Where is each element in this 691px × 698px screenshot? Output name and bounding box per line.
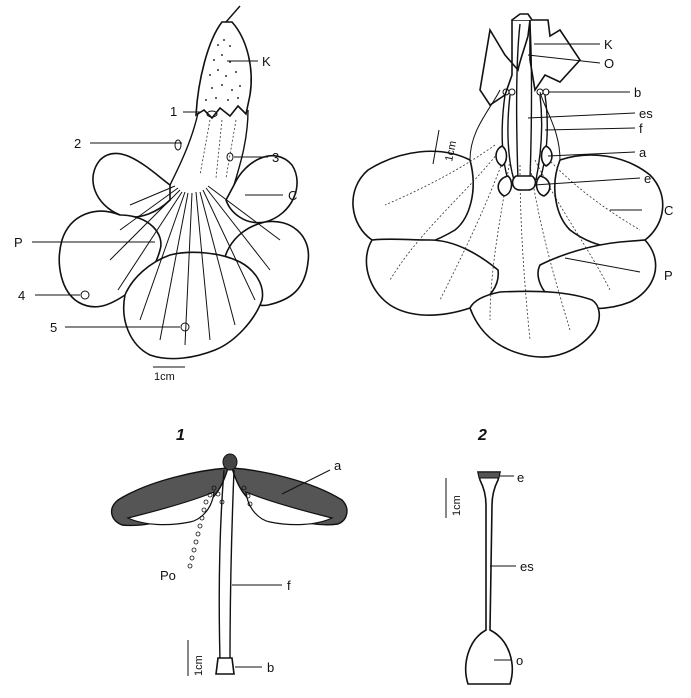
- calyx-left-half: [480, 20, 530, 105]
- pistil-body: [466, 472, 512, 684]
- figure-number-1: 1: [176, 427, 185, 444]
- label-a-b: a: [639, 145, 647, 160]
- opened-lobe-upper-left: [353, 151, 473, 247]
- label-e-b: e: [644, 171, 651, 186]
- label-3: 3: [272, 150, 279, 165]
- flower-opened-view: K O b es f a e C P 1cm: [353, 14, 673, 357]
- label-b-b: b: [634, 85, 641, 100]
- filament-base: [216, 658, 234, 674]
- label-c: C: [288, 188, 297, 203]
- stamen-detail: 1 a Po f b 1cm: [112, 427, 347, 676]
- label-p-b: P: [664, 268, 673, 283]
- ovary-tip: [512, 14, 532, 20]
- stigma: [513, 176, 536, 190]
- calyx-right-half: [530, 20, 580, 90]
- label-e-2: e: [517, 470, 524, 485]
- label-2: 2: [74, 136, 81, 151]
- tube-veins: [200, 120, 236, 178]
- filament-base-2: [509, 89, 515, 95]
- anther-1: [496, 146, 507, 166]
- scale-label-1: 1cm: [193, 655, 205, 676]
- stamens: [502, 95, 547, 180]
- opened-lobe-upper-right: [555, 155, 663, 247]
- leader-f-b: [545, 128, 635, 130]
- label-a-1: a: [334, 458, 342, 473]
- label-f-b: f: [639, 121, 643, 136]
- anther-3: [498, 176, 511, 196]
- label-k: K: [262, 54, 271, 69]
- scale-label-2: 1cm: [451, 495, 463, 516]
- flower-side-view: K 1 2 3 C P 4 5 1cm: [14, 6, 308, 383]
- label-po-1: Po: [160, 568, 176, 583]
- filament: [219, 470, 234, 660]
- corolla-tube: [170, 110, 248, 185]
- connective: [223, 454, 237, 470]
- figure-number-2: 2: [477, 427, 487, 444]
- anther-4: [537, 176, 550, 196]
- label-1: 1: [170, 104, 177, 119]
- label-p: P: [14, 235, 23, 250]
- label-o-b: O: [604, 56, 614, 71]
- leader-es-b: [528, 113, 635, 118]
- label-es-b: es: [639, 106, 653, 121]
- label-5: 5: [50, 320, 57, 335]
- scale-label-a: 1cm: [154, 371, 175, 383]
- label-4: 4: [18, 288, 25, 303]
- label-o-2: o: [516, 653, 523, 668]
- label-b-1: b: [267, 660, 274, 675]
- stigma-tip: [478, 472, 500, 478]
- label-es-2: es: [520, 559, 534, 574]
- label-c-b: C: [664, 203, 673, 218]
- opened-lobe-lower: [470, 291, 599, 357]
- pedicel: [226, 6, 240, 22]
- calyx: [196, 22, 251, 118]
- label-f-1: f: [287, 578, 291, 593]
- corolla-lobe-upper-left: [93, 153, 170, 217]
- pistil-detail: 2 e es o 1cm: [446, 427, 534, 684]
- label-k-b: K: [604, 37, 613, 52]
- corolla-lobe-upper-right: [226, 156, 297, 223]
- spot-2: [175, 140, 181, 150]
